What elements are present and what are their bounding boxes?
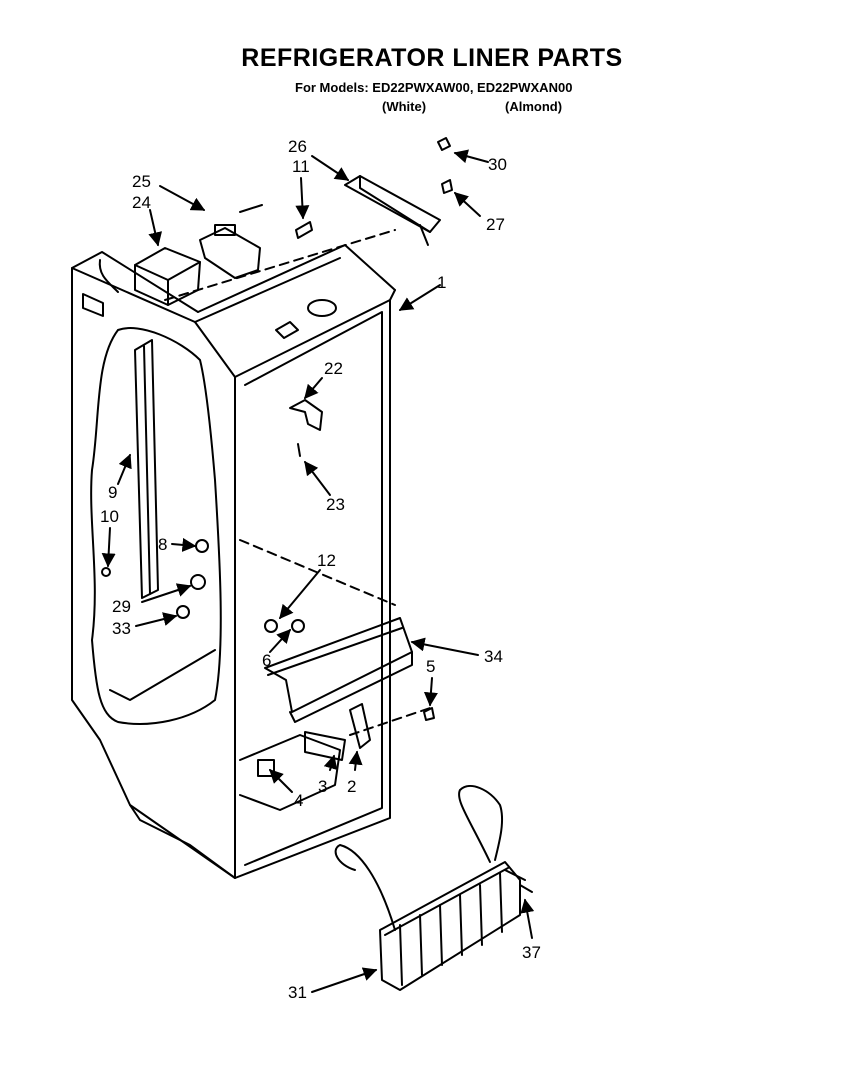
callout-10: 10 [100, 507, 119, 526]
callout-30: 30 [488, 155, 507, 174]
callout-labels: 1 2 3 4 5 6 8 9 10 11 12 22 23 24 25 26 … [100, 137, 541, 1002]
callout-8: 8 [158, 535, 167, 554]
models-list: ED22PWXAW00, ED22PWXAN00 [372, 80, 573, 95]
callout-33: 33 [112, 619, 131, 638]
callout-arrows [101, 149, 535, 993]
callout-3: 3 [318, 777, 327, 796]
callout-12: 12 [317, 551, 336, 570]
callout-26: 26 [288, 137, 307, 156]
liner-cabinet [71, 229, 431, 879]
shelf-support [264, 617, 413, 723]
callout-27: 27 [486, 215, 505, 234]
top-cover-strip [344, 175, 441, 246]
control-housing [98, 204, 263, 306]
callout-31: 31 [288, 983, 307, 1002]
callout-2: 2 [347, 777, 356, 796]
callout-6: 6 [262, 651, 271, 670]
callout-11: 11 [292, 157, 310, 176]
callout-9: 9 [108, 483, 117, 502]
callout-29: 29 [112, 597, 131, 616]
variant-almond: (Almond) [505, 99, 563, 114]
hardware-parts [101, 137, 453, 777]
model-numbers: For Models: ED22PWXAW00, ED22PWXAN00 [295, 80, 572, 95]
callout-24: 24 [132, 193, 151, 212]
heater-assembly [334, 785, 533, 991]
bracket-rail [134, 339, 159, 599]
callout-4: 4 [294, 791, 303, 810]
callout-22: 22 [324, 359, 343, 378]
callout-1: 1 [437, 273, 446, 292]
callout-25: 25 [132, 172, 151, 191]
callout-37: 37 [522, 943, 541, 962]
variant-white: (White) [382, 99, 427, 114]
callout-23: 23 [326, 495, 345, 514]
diagram-title: REFRIGERATOR LINER PARTS [241, 44, 623, 72]
callout-5: 5 [426, 657, 435, 676]
models-prefix: For Models: [295, 80, 369, 95]
callout-34: 34 [484, 647, 503, 666]
